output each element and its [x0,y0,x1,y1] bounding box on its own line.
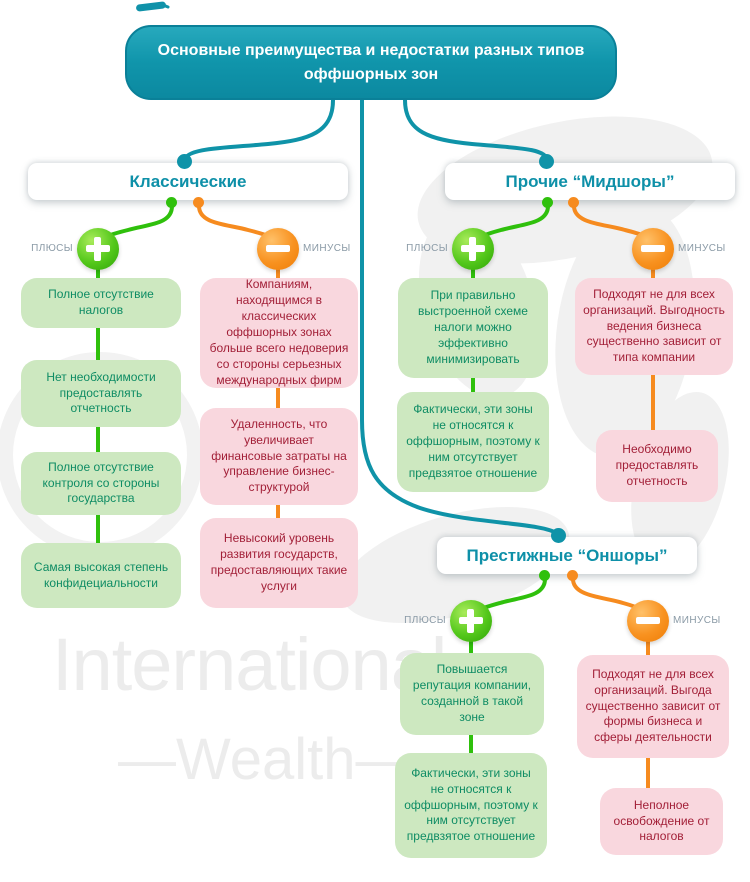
disadvantage-box: Невысокий уровень развития государств, п… [200,518,358,608]
pluses-label: ПЛЮСЫ [406,243,448,254]
plus-icon [450,600,492,642]
plus-icon [77,228,119,270]
minus-bar [636,617,660,624]
minus-bar [641,245,665,252]
node-dot-onshore-minus [567,570,578,581]
pluses-label: ПЛЮСЫ [404,615,446,626]
advantage-box: При правильно выстроенной схеме налоги м… [398,278,548,378]
disadvantage-box: Подходят не для всех организаций. Выгода… [577,655,729,758]
node-dot-classic-plus [166,197,177,208]
advantage-box: Повышается репутация компании, созданной… [400,653,544,735]
minuses-label: МИНУСЫ [678,243,726,254]
branch-header-classic: Классические [28,163,348,200]
branch-header-midshore: Прочие “Мидшоры” [445,163,735,200]
disadvantage-box: Неполное освобождение от налогов [600,788,723,855]
branch-header-onshore: Престижные “Оншоры” [437,537,697,574]
disadvantage-box: Компаниям, находящимся в классических оф… [200,277,358,388]
minus-icon [257,228,299,270]
disadvantage-box: Подходят не для всех организаций. Выгодн… [575,278,733,375]
minuses-label: МИНУСЫ [673,615,721,626]
connector-title-onshore [360,98,560,536]
advantage-box: Полное отсутствие контроля со стороны го… [21,452,181,515]
connector-title-midshore [403,98,549,162]
advantage-box: Полное отсутствие налогов [21,278,181,328]
disadvantage-box: Необходимо предоставлять отчетность [596,430,718,502]
disadvantage-box: Удаленность, что увеличивает финансовые … [200,408,358,505]
advantage-box: Фактически, эти зоны не относятся к оффш… [397,392,549,492]
node-dot-midshore-minus [568,197,579,208]
plus-bar-v [469,237,476,261]
node-dot-onshore [551,528,566,543]
connector-title-classic [183,98,335,162]
node-dot-classic-minus [193,197,204,208]
node-dot-midshore [539,154,554,169]
diagram-title-line1: Основные преимущества и недостатки разны… [157,42,585,60]
minus-icon [632,228,674,270]
advantage-box: Самая высокая степень конфидециальности [21,543,181,608]
advantage-box: Нет необходимости предоставлять отчетнос… [21,360,181,427]
plus-icon [452,228,494,270]
diagram-title-line2: оффшорных зон [303,65,439,83]
minus-bar [266,245,290,252]
diagram-title: Основные преимущества и недостатки разны… [125,25,617,100]
node-dot-classic [177,154,192,169]
minus-icon [627,600,669,642]
watermark-text-international: International [52,623,447,706]
plus-bar-v [94,237,101,261]
watermark-text-wealth: —Wealth— [118,727,414,792]
pluses-label: ПЛЮСЫ [31,243,73,254]
plus-bar-v [467,609,474,633]
advantage-box: Фактически, эти зоны не относятся к оффш… [395,753,547,858]
node-dot-onshore-plus [539,570,550,581]
minuses-label: МИНУСЫ [303,243,351,254]
node-dot-midshore-plus [542,197,553,208]
